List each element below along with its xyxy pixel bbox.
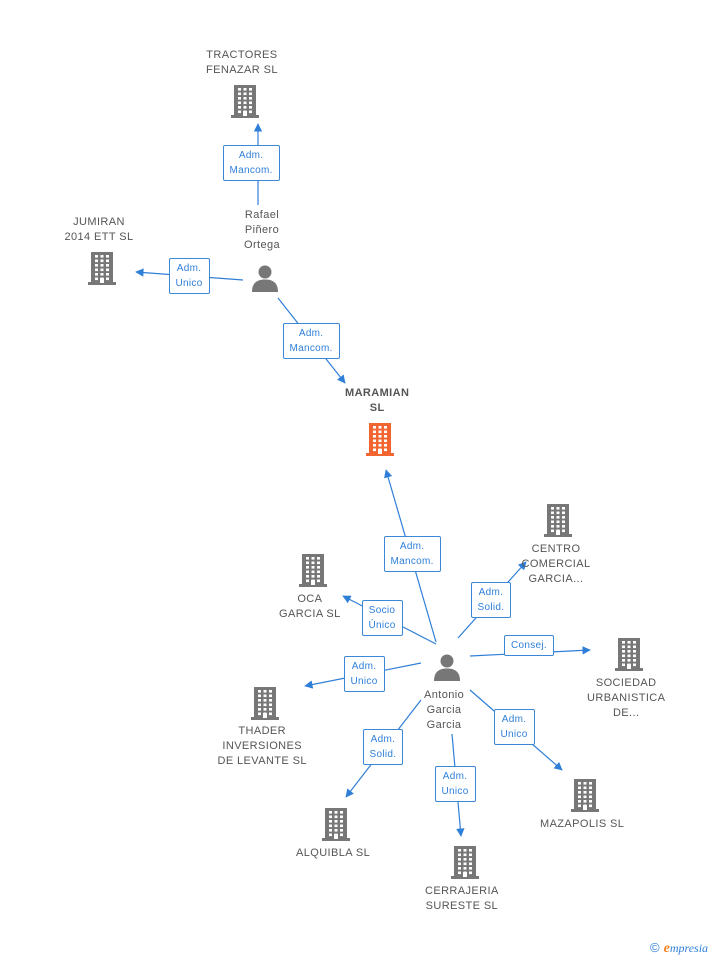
label-line: CENTRO (531, 543, 581, 555)
company-building-icon[interactable] (229, 83, 261, 124)
relation-label-cerrajeria[interactable]: Adm. Unico (434, 766, 476, 802)
company-building-icon[interactable] (542, 502, 574, 543)
relation-text: Adm. (351, 661, 377, 672)
label-line: CERRAJERIA (425, 885, 499, 897)
label-line: SOCIEDAD (595, 677, 657, 689)
company-label-oca[interactable]: OCA GARCIA SL (279, 592, 341, 622)
label-line: GARCIA SL (279, 608, 341, 620)
company-label-jumiran[interactable]: JUMIRAN 2014 ETT SL (65, 215, 134, 245)
label-line: Garcia (426, 719, 462, 731)
relation-text: Mancom. (289, 343, 333, 354)
label-line: Garcia (426, 704, 462, 716)
company-building-icon[interactable] (320, 806, 352, 847)
label-line: OCA (297, 593, 323, 605)
relation-text: Unico (175, 278, 203, 289)
label-line: URBANISTICA (587, 692, 666, 704)
company-label-thader[interactable]: THADER INVERSIONES DE LEVANTE SL (218, 724, 307, 769)
label-line: DE LEVANTE SL (217, 755, 307, 767)
relation-label-tractores[interactable]: Adm. Mancom. (222, 145, 280, 181)
label-line: Antonio (424, 689, 465, 701)
label-line: TRACTORES (206, 49, 278, 61)
company-label-centro[interactable]: CENTRO COMERCIAL GARCIA... (522, 542, 591, 587)
person-icon[interactable] (432, 652, 462, 687)
label-line: MAZAPOLIS SL (540, 818, 625, 830)
label-line: ALQUIBLA SL (296, 847, 371, 859)
copyright-icon: © (650, 940, 660, 955)
relation-text: Solid. (369, 749, 397, 760)
label-line: Ortega (244, 239, 281, 251)
relation-label-maramian[interactable]: Adm. Mancom. (282, 323, 340, 359)
focus-company-icon[interactable] (364, 421, 396, 462)
relation-text: Adm. (501, 714, 527, 725)
relation-text: Mancom. (229, 165, 273, 176)
label-line: 2014 ETT SL (64, 231, 134, 243)
label-line: THADER (238, 725, 286, 737)
relation-text: Adm. (399, 541, 425, 552)
label-line: SURESTE SL (425, 900, 499, 912)
empresia-logo[interactable]: ©empresia (650, 940, 709, 956)
company-label-tractores[interactable]: TRACTORES FENAZAR SL (206, 48, 278, 78)
company-building-icon[interactable] (449, 844, 481, 885)
label-line: FENAZAR SL (206, 64, 278, 76)
label-line: JUMIRAN (73, 216, 125, 228)
relation-text: Consej. (511, 639, 548, 651)
relation-text: Solid. (477, 602, 505, 613)
relation-text: Adm. (478, 587, 504, 598)
relation-text: Adm. (238, 150, 264, 161)
company-label-sociedad[interactable]: SOCIEDAD URBANISTICA DE... (587, 676, 665, 721)
relation-text: Adm. (370, 734, 396, 745)
relation-label-sociedad[interactable]: Consej. (504, 634, 555, 656)
label-line: DE... (612, 707, 640, 719)
company-building-icon[interactable] (297, 552, 329, 593)
label-line: MARAMIAN (345, 387, 410, 399)
company-building-icon[interactable] (86, 250, 118, 291)
label-line: Piñero (244, 224, 280, 236)
relation-label-alquibla[interactable]: Adm. Solid. (362, 729, 404, 765)
company-label-maramian[interactable]: MARAMIAN SL (345, 386, 409, 416)
label-line: COMERCIAL (521, 558, 591, 570)
relation-label-thader[interactable]: Adm. Unico (343, 656, 385, 692)
person-icon[interactable] (250, 263, 280, 298)
relation-text: Mancom. (390, 556, 434, 567)
company-building-icon[interactable] (613, 636, 645, 677)
relation-label-jumiran[interactable]: Adm. Unico (168, 258, 210, 294)
label-line: INVERSIONES (222, 740, 302, 752)
company-building-icon[interactable] (569, 777, 601, 818)
company-label-cerrajeria[interactable]: CERRAJERIA SURESTE SL (425, 884, 499, 914)
label-line: Rafael (244, 209, 280, 221)
relation-text: Único (368, 620, 396, 631)
relation-label-maramian[interactable]: Adm. Mancom. (383, 536, 441, 572)
relation-label-centro[interactable]: Adm. Solid. (470, 582, 512, 618)
relation-label-mazapolis[interactable]: Adm. Unico (493, 709, 535, 745)
relation-text: Unico (441, 786, 469, 797)
relation-text: Adm. (176, 263, 202, 274)
relation-text: Socio (368, 605, 396, 616)
relation-text: Unico (500, 729, 528, 740)
company-label-alquibla[interactable]: ALQUIBLA SL (296, 846, 370, 861)
label-line: GARCIA... (528, 573, 584, 585)
company-label-mazapolis[interactable]: MAZAPOLIS SL (540, 817, 624, 832)
relation-text: Adm. (442, 771, 468, 782)
relation-text: Adm. (298, 328, 324, 339)
relation-text: Unico (350, 676, 378, 687)
label-line: SL (369, 402, 385, 414)
company-building-icon[interactable] (249, 685, 281, 726)
